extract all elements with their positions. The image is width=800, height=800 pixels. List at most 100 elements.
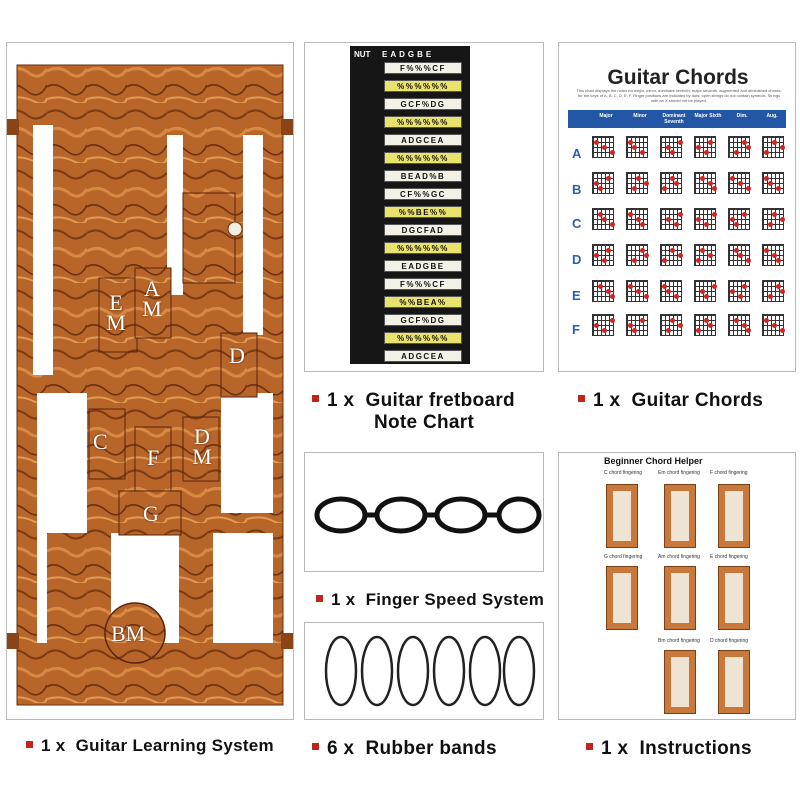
chord-diagram — [592, 136, 615, 158]
finger-dot — [666, 289, 671, 294]
chord-row-c: C — [572, 216, 582, 231]
col-major: Major — [599, 113, 613, 119]
learning-system-panel: E M A M D C F D M G BM — [6, 42, 294, 720]
chord-diagram — [626, 244, 649, 266]
finger-dot — [666, 145, 671, 150]
col-minor: Minor — [633, 113, 647, 119]
chord-row-b: B — [572, 182, 582, 197]
finger-dot — [738, 181, 743, 186]
instr-item-label: Am chord fingering — [658, 554, 700, 560]
fret-row: %%%%%% — [384, 152, 462, 164]
finger-dot — [678, 140, 683, 145]
instr-item-label: Em chord fingering — [658, 470, 700, 476]
finger-dot — [602, 217, 607, 222]
finger-dot — [670, 318, 675, 323]
chord-row-f: F — [572, 322, 580, 337]
finger-dot — [610, 318, 615, 323]
finger-speed-rings-image — [314, 496, 542, 534]
finger-dot — [730, 217, 735, 222]
finger-dot — [602, 258, 607, 263]
finger-dot — [700, 289, 705, 294]
finger-dot — [742, 323, 747, 328]
finger-dot — [662, 258, 667, 263]
fret-row: %%%%%% — [384, 80, 462, 92]
wood-label-em: E M — [106, 290, 126, 335]
fret-row: DGCFAD — [384, 224, 462, 236]
finger-dot — [636, 176, 641, 181]
finger-dot — [644, 181, 649, 186]
finger-dot — [738, 294, 743, 299]
rubber-bands-panel — [304, 622, 544, 720]
finger-dot — [610, 150, 615, 155]
finger-dot — [662, 186, 667, 191]
chord-diagram — [762, 172, 784, 194]
fret-chart-header: NUT EADGBE — [350, 48, 470, 62]
finger-dot — [606, 248, 611, 253]
col-aug: Aug. — [766, 113, 778, 119]
finger-dot — [700, 176, 705, 181]
finger-dot — [764, 150, 769, 155]
finger-dot — [704, 294, 709, 299]
finger-dot — [704, 150, 709, 155]
finger-dot — [696, 328, 701, 333]
fret-row: %%BEA% — [384, 296, 462, 308]
finger-dot — [772, 140, 777, 145]
caption-learning-system: 1 x Guitar Learning System — [26, 736, 274, 756]
instr-diagram — [718, 566, 750, 630]
finger-dot — [594, 181, 599, 186]
finger-dot — [674, 294, 679, 299]
finger-dot — [712, 186, 717, 191]
wood-label-f: F — [147, 445, 160, 470]
finger-dot — [598, 284, 603, 289]
finger-dot — [674, 222, 679, 227]
finger-dot — [780, 145, 785, 150]
fret-row: EADGBE — [384, 260, 462, 272]
wood-label-g: G — [143, 501, 159, 526]
finger-dot — [738, 253, 743, 258]
chord-diagram — [728, 244, 751, 266]
finger-dot — [628, 212, 633, 217]
finger-dot — [746, 145, 751, 150]
instr-diagram — [606, 566, 638, 630]
instr-diagram — [606, 484, 638, 548]
chord-diagram — [762, 314, 785, 336]
chord-diagram — [592, 208, 615, 230]
fret-row: %%%%%% — [384, 242, 462, 254]
bullet-icon — [316, 595, 323, 603]
chord-diagram — [592, 244, 614, 266]
finger-dot — [644, 294, 649, 299]
instr-item-label: E chord fingering — [710, 554, 748, 560]
chord-diagram — [762, 136, 785, 158]
chord-diagram — [694, 208, 717, 230]
finger-dot — [610, 294, 615, 299]
finger-dot — [746, 186, 751, 191]
finger-dot — [742, 284, 747, 289]
finger-dot — [602, 145, 607, 150]
finger-dot — [708, 140, 713, 145]
fret-row: %%%%%% — [384, 332, 462, 344]
chord-diagram — [694, 314, 716, 336]
finger-dot — [632, 328, 637, 333]
fret-row: GCF%DG — [384, 314, 462, 326]
fretboard-note-chart: NUT EADGBE F%%%CF %%%%%% GCF%DG %%%%%% A… — [350, 46, 470, 364]
chord-diagram — [728, 280, 750, 302]
finger-dot — [768, 222, 773, 227]
finger-dot — [674, 181, 679, 186]
instr-diagram — [718, 650, 750, 714]
finger-dot — [708, 253, 713, 258]
instr-diagram — [664, 650, 696, 714]
instr-item-label: D chord fingering — [710, 638, 749, 644]
finger-dot — [678, 323, 683, 328]
chord-diagram — [592, 280, 615, 302]
finger-dot — [666, 217, 671, 222]
instr-item-label: C chord fingering — [604, 470, 643, 476]
finger-dot — [632, 186, 637, 191]
bullet-icon — [312, 743, 319, 751]
fret-row: F%%%CF — [384, 278, 462, 290]
finger-dot — [768, 294, 773, 299]
finger-dot — [636, 289, 641, 294]
finger-dot — [768, 181, 773, 186]
bullet-icon — [312, 395, 319, 403]
finger-dot — [606, 289, 611, 294]
chord-diagram — [728, 172, 751, 194]
